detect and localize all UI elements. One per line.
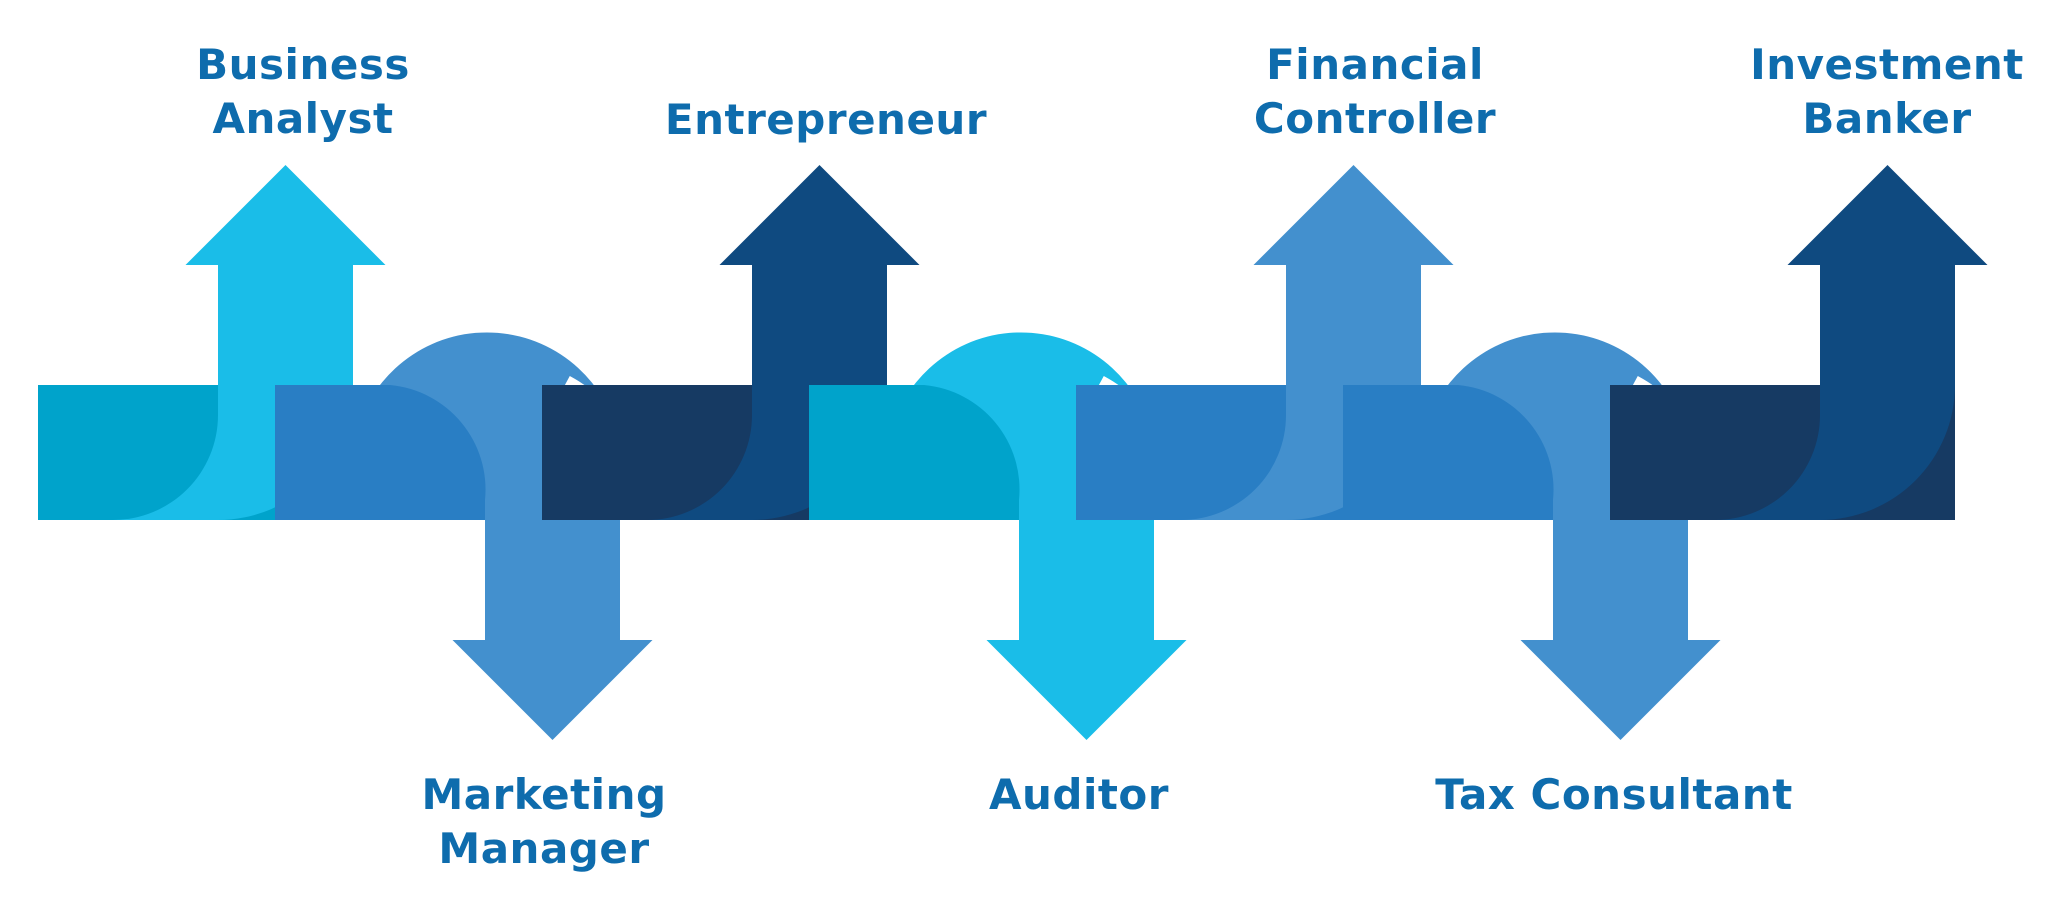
label-auditor: Auditor	[869, 768, 1289, 822]
label-tax-consultant: Tax Consultant	[1404, 768, 1824, 822]
label-line: Investment	[1750, 40, 2024, 89]
label-marketing-manager: Marketing Manager	[334, 768, 754, 876]
label-line: Entrepreneur	[664, 95, 988, 144]
label-line: Financial	[1266, 40, 1484, 89]
label-investment-banker: Investment Banker	[1677, 38, 2060, 146]
label-line: Manager	[438, 824, 650, 873]
label-line: Tax Consultant	[1435, 770, 1793, 819]
label-entrepreneur: Entrepreneur	[616, 93, 1036, 147]
label-line: Analyst	[212, 94, 394, 143]
label-line: Business	[196, 40, 410, 89]
label-line: Auditor	[988, 770, 1169, 819]
label-business-analyst: Business Analyst	[93, 38, 513, 146]
label-line: Banker	[1802, 94, 1972, 143]
label-financial-controller: Financial Controller	[1165, 38, 1585, 146]
label-line: Marketing	[421, 770, 667, 819]
label-line: Controller	[1253, 94, 1497, 143]
arrow-investment-banker	[1700, 165, 1988, 520]
